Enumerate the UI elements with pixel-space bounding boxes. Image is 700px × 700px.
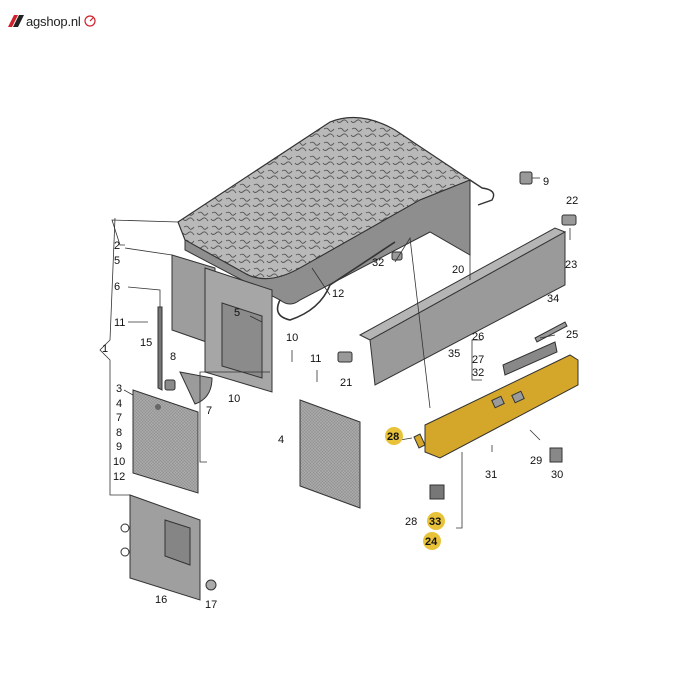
- part-21-clip: [337, 351, 353, 363]
- label-5: 5: [114, 255, 120, 267]
- highlight-33: [427, 512, 445, 530]
- part-25-strip: [502, 341, 558, 376]
- label-7b: 7: [116, 412, 122, 424]
- label-1: 1: [102, 343, 108, 355]
- label-12b: 12: [113, 471, 125, 483]
- highlight-28: [385, 427, 403, 445]
- label-10: 10: [228, 393, 240, 405]
- label-27: 27: [472, 354, 484, 366]
- part-34-strip: [534, 321, 568, 343]
- part-8-flap: [179, 371, 213, 405]
- label-31: 31: [485, 469, 497, 481]
- label-4: 4: [278, 434, 284, 446]
- leader-lines: [99, 177, 571, 529]
- part-7-clip: [164, 379, 176, 391]
- label-32: 32: [372, 257, 384, 269]
- label-32b: 32: [472, 367, 484, 379]
- part-24-sill-trim: [413, 354, 579, 459]
- label-26: 26: [472, 331, 484, 343]
- label-34: 34: [547, 293, 559, 305]
- label-11: 11: [114, 317, 125, 329]
- label-30: 30: [551, 469, 563, 481]
- part-30-clip: [549, 447, 563, 463]
- label-17: 17: [205, 599, 217, 611]
- label-10c: 10: [113, 456, 125, 468]
- logo-mark-icon: [8, 15, 24, 27]
- label-21: 21: [340, 377, 352, 389]
- part-6-strip: [157, 306, 163, 391]
- left-upper-trim: [171, 254, 273, 393]
- part-3-panel: [132, 389, 199, 494]
- label-5b: 5: [234, 307, 240, 319]
- label-25: 25: [566, 329, 578, 341]
- label-9: 9: [116, 441, 122, 453]
- label-23: 23: [565, 259, 577, 271]
- label-8b: 8: [116, 427, 122, 439]
- part-33-pad: [429, 484, 445, 500]
- label-8: 8: [170, 351, 176, 363]
- label-29: 29: [530, 455, 542, 467]
- part-16-panel: [120, 494, 201, 601]
- label-11b: 11: [310, 353, 321, 365]
- label-22: 22: [566, 195, 578, 207]
- label-28b: 28: [405, 516, 417, 528]
- label-7: 7: [206, 405, 212, 417]
- label-2: 2: [114, 240, 120, 252]
- label-35: 35: [448, 348, 460, 360]
- highlight-24: [423, 532, 441, 550]
- seal-cable: [276, 241, 396, 321]
- label-9b: 9: [543, 176, 549, 188]
- part-4-panel: [299, 399, 361, 509]
- label-20: 20: [452, 264, 464, 276]
- logo-text: agshop.nl: [26, 13, 81, 29]
- label-15: 15: [140, 337, 152, 349]
- part-22-cap: [561, 214, 577, 226]
- label-16: 16: [155, 594, 167, 606]
- label-12: 12: [332, 288, 344, 300]
- label-6: 6: [114, 281, 120, 293]
- label-10b: 10: [286, 332, 298, 344]
- part-9-clip: [519, 171, 533, 185]
- speedometer-icon: [83, 15, 96, 27]
- part-32-clip: [391, 251, 403, 261]
- part-17-clip: [205, 579, 217, 591]
- part-20-trim: [358, 227, 567, 386]
- label-28: 28: [387, 431, 399, 443]
- label-3: 3: [116, 383, 122, 395]
- label-33: 33: [429, 516, 441, 528]
- label-4b: 4: [116, 398, 122, 410]
- label-24: 24: [425, 536, 438, 548]
- site-logo: agshop.nl: [8, 10, 96, 32]
